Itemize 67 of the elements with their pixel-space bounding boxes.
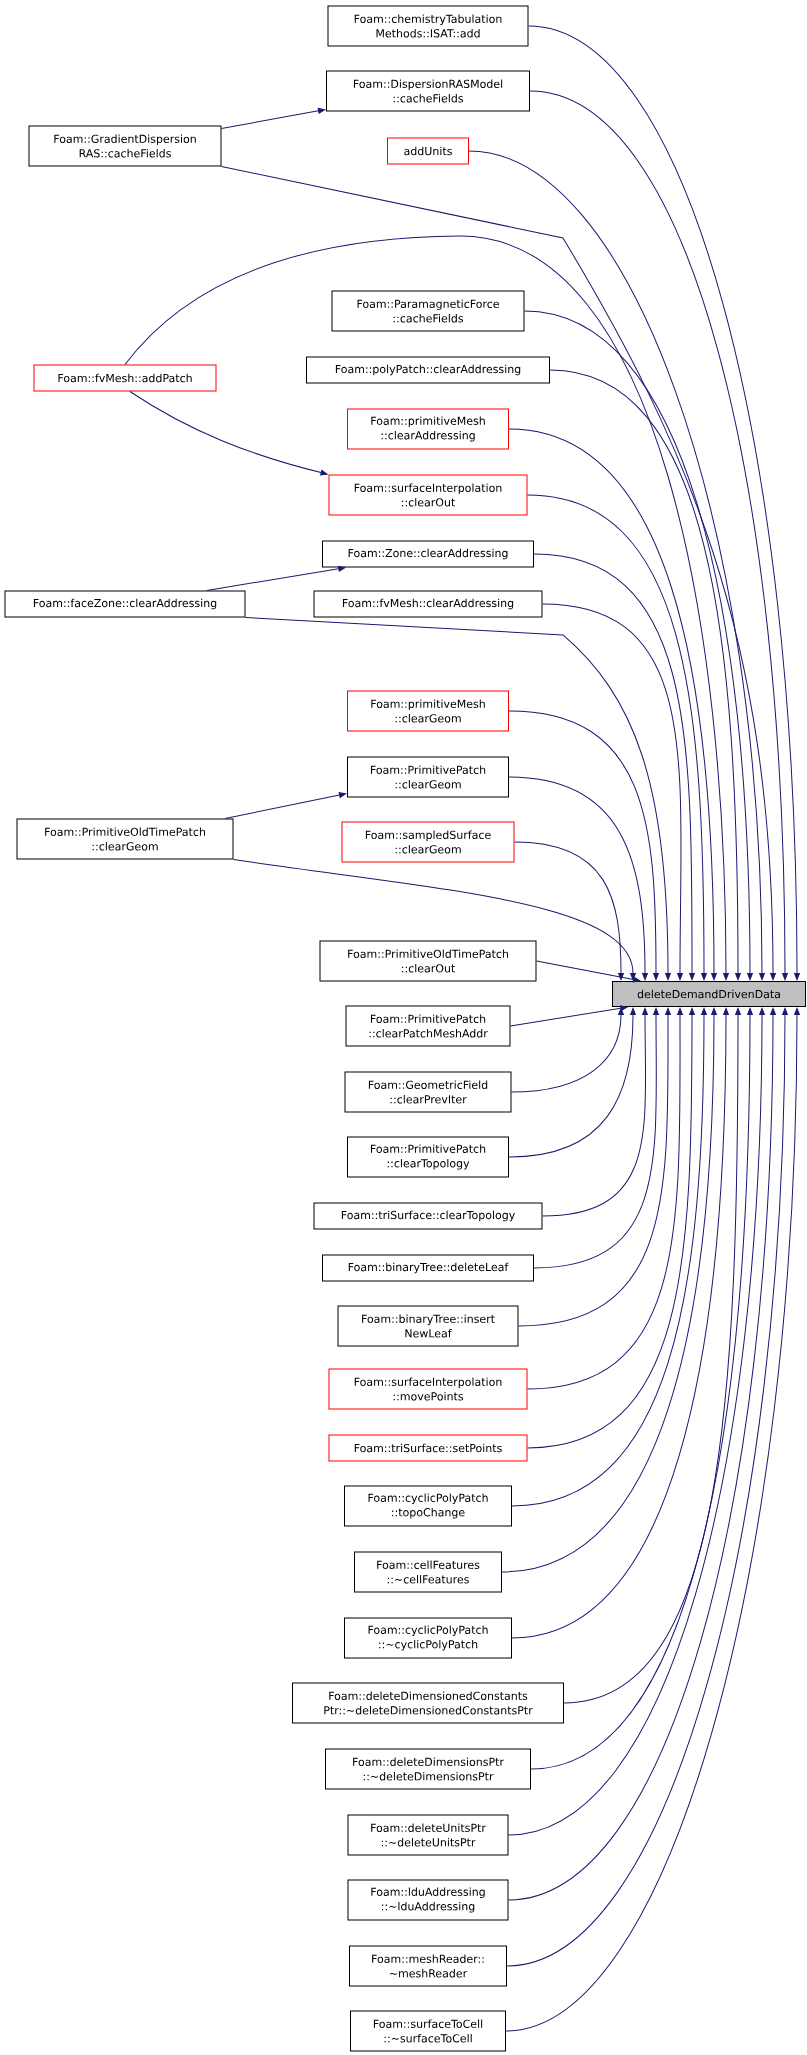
function-box: Foam::faceZone::clearAddressing [4,590,246,618]
function-box: Foam::triSurface::clearTopology [313,1202,543,1230]
function-box: Foam::DispersionRASModel ::cacheFields [326,70,530,112]
arrow [542,603,683,981]
arrow [508,776,648,981]
arrow [221,107,326,129]
arrow [536,960,641,983]
arrow [511,1007,624,1093]
arrow [468,150,765,981]
arrow [206,565,346,591]
function-box: Foam::fvMesh::addPatch [33,364,217,392]
function-box: Foam::surfaceInterpolation ::clearOut [328,474,528,516]
arrow [501,1007,717,1573]
function-box: Foam::sampledSurface ::clearGeom [341,821,515,863]
function-box: Foam::Zone::clearAddressing [322,540,534,568]
arrow [508,710,659,981]
function-box: Foam::GeometricField ::clearPrevIter [344,1071,512,1113]
arrow [518,1007,671,1327]
function-box: Foam::cyclicPolyPatch ::topoChange [344,1485,512,1527]
function-box: Foam::deleteDimensionedConstants Ptr::~deleteDimensionedConstantsPtr [292,1682,564,1724]
function-box: Foam::cellFeatures ::~cellFeatures [354,1551,502,1593]
function-box: Foam::surfaceToCell ::~surfaceToCell [350,2010,506,2052]
function-box: Foam::chemistryTabulation Methods::ISAT::add [327,5,529,47]
arrow [129,391,328,476]
function-box: Foam::surfaceInterpolation ::movePoints [328,1368,528,1410]
function-box: Foam::PrimitiveOldTimePatch ::clearOut [319,940,537,982]
arrow [514,841,624,981]
arrow [527,1007,683,1390]
arrow [224,792,347,819]
function-box: Foam::meshReader:: ~meshReader [349,1945,507,1987]
arrow [508,428,717,981]
arrow [542,1007,648,1217]
function-box: Foam::binaryTree::insert NewLeaf [337,1305,519,1347]
function-box: Foam::lduAddressing ::~lduAddressing [347,1879,509,1921]
arrow [510,1005,628,1027]
arrow [527,494,707,981]
function-box: Foam::primitiveMesh ::clearGeom [347,690,509,732]
arrow [563,1007,741,1704]
function-box: Foam::PrimitivePatch ::clearTopology [347,1136,509,1178]
arrow [508,1007,636,1158]
function-box: addUnits [387,137,469,165]
function-box: Foam::triSurface::setPoints [328,1434,528,1462]
function-box: Foam::ParamagneticForce ::cacheFields [331,290,525,332]
function-box: Foam::PrimitivePatch ::clearPatchMeshAddr [345,1005,511,1047]
function-box: Foam::primitiveMesh ::clearAddressing [347,408,509,450]
function-box: Foam::fvMesh::clearAddressing [313,590,543,618]
arrow [549,369,741,981]
arrow [524,310,753,981]
arrow [511,1007,707,1507]
function-box: Foam::cyclicPolyPatch ::~cyclicPolyPatch [344,1617,512,1659]
arrow [245,617,671,981]
function-box: Foam::PrimitiveOldTimePatch ::clearGeom [16,818,234,860]
arrow [530,1007,753,1770]
arrow [527,1007,695,1449]
arrow [233,859,636,981]
arrow [511,1007,729,1639]
arrow [221,166,776,981]
arrow [533,553,695,981]
function-box: deleteDemandDrivenData [612,981,806,1007]
function-box: Foam::PrimitivePatch ::clearGeom [347,756,509,798]
function-box: Foam::binaryTree::deleteLeaf [322,1254,534,1282]
function-box: Foam::deleteUnitsPtr ::~deleteUnitsPtr [347,1814,509,1856]
function-box: Foam::polyPatch::clearAddressing [306,356,550,384]
arrow [533,1007,659,1269]
arrow [124,235,729,981]
function-box: Foam::GradientDispersion RAS::cacheFields [28,125,222,167]
function-box: Foam::deleteDimensionsPtr ::~deleteDimensionsPtr [325,1748,531,1790]
